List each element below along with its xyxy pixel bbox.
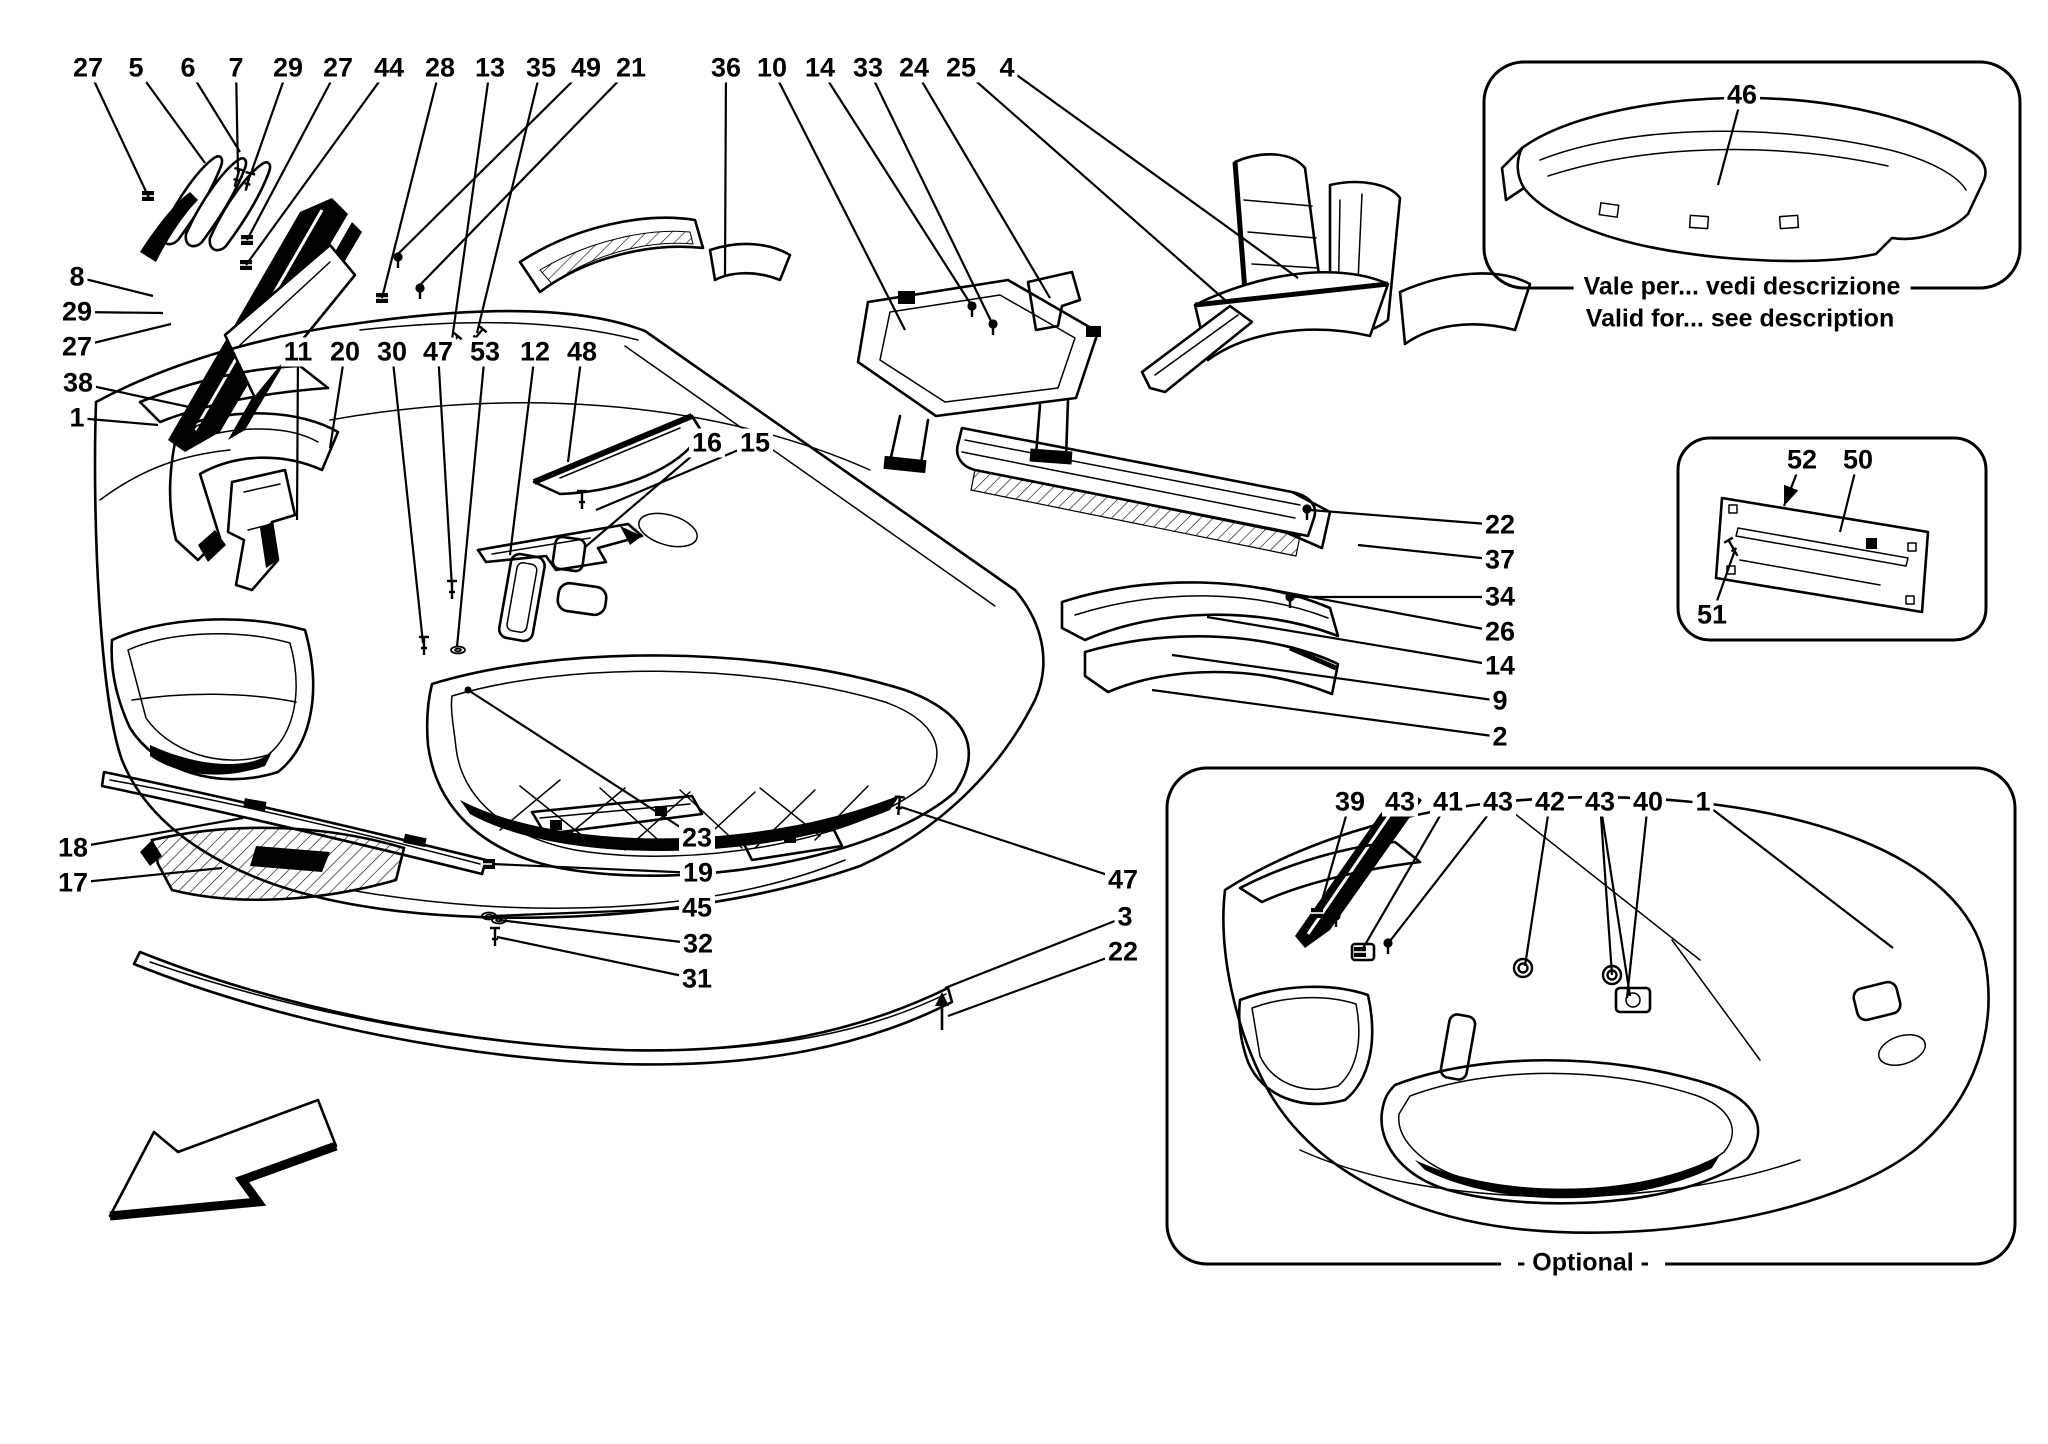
- triangular-panel-drawing: [532, 413, 704, 496]
- washer-bracket-drawing: [226, 468, 297, 592]
- validity-note-italian: Vale per... vedi descrizione: [1573, 272, 1911, 302]
- optional-note: - Optional -: [1501, 1248, 1665, 1278]
- canard-blade-drawing: [168, 198, 362, 452]
- aero-fins-drawing: [140, 155, 272, 262]
- lower-grille-bar-drawing: [955, 426, 1332, 557]
- leader-lines: [72, 67, 1894, 1018]
- duct-panel-drawing: [168, 412, 340, 562]
- plate-bracket-box: [1676, 436, 1988, 642]
- direction-arrow: [108, 1098, 338, 1221]
- lip-panel-drawing: [140, 826, 406, 901]
- validity-note-english: Valid for... see description: [1575, 304, 1905, 334]
- flat-bracket-drawing: [476, 522, 644, 572]
- scuttle-panel-drawing: [518, 216, 792, 294]
- splitter-blade-drawing: [132, 950, 954, 1066]
- right-panel-cluster-drawing: [1140, 152, 1532, 394]
- pin-and-arrow-glyphs: [935, 992, 949, 1030]
- optional-bumper-drawing: [1165, 766, 2017, 1266]
- validity-box: [1482, 60, 2022, 290]
- sub-strip-drawing: [100, 770, 488, 876]
- side-scoop-drawing: [1060, 581, 1340, 696]
- center-bracket-drawing: [856, 270, 1101, 474]
